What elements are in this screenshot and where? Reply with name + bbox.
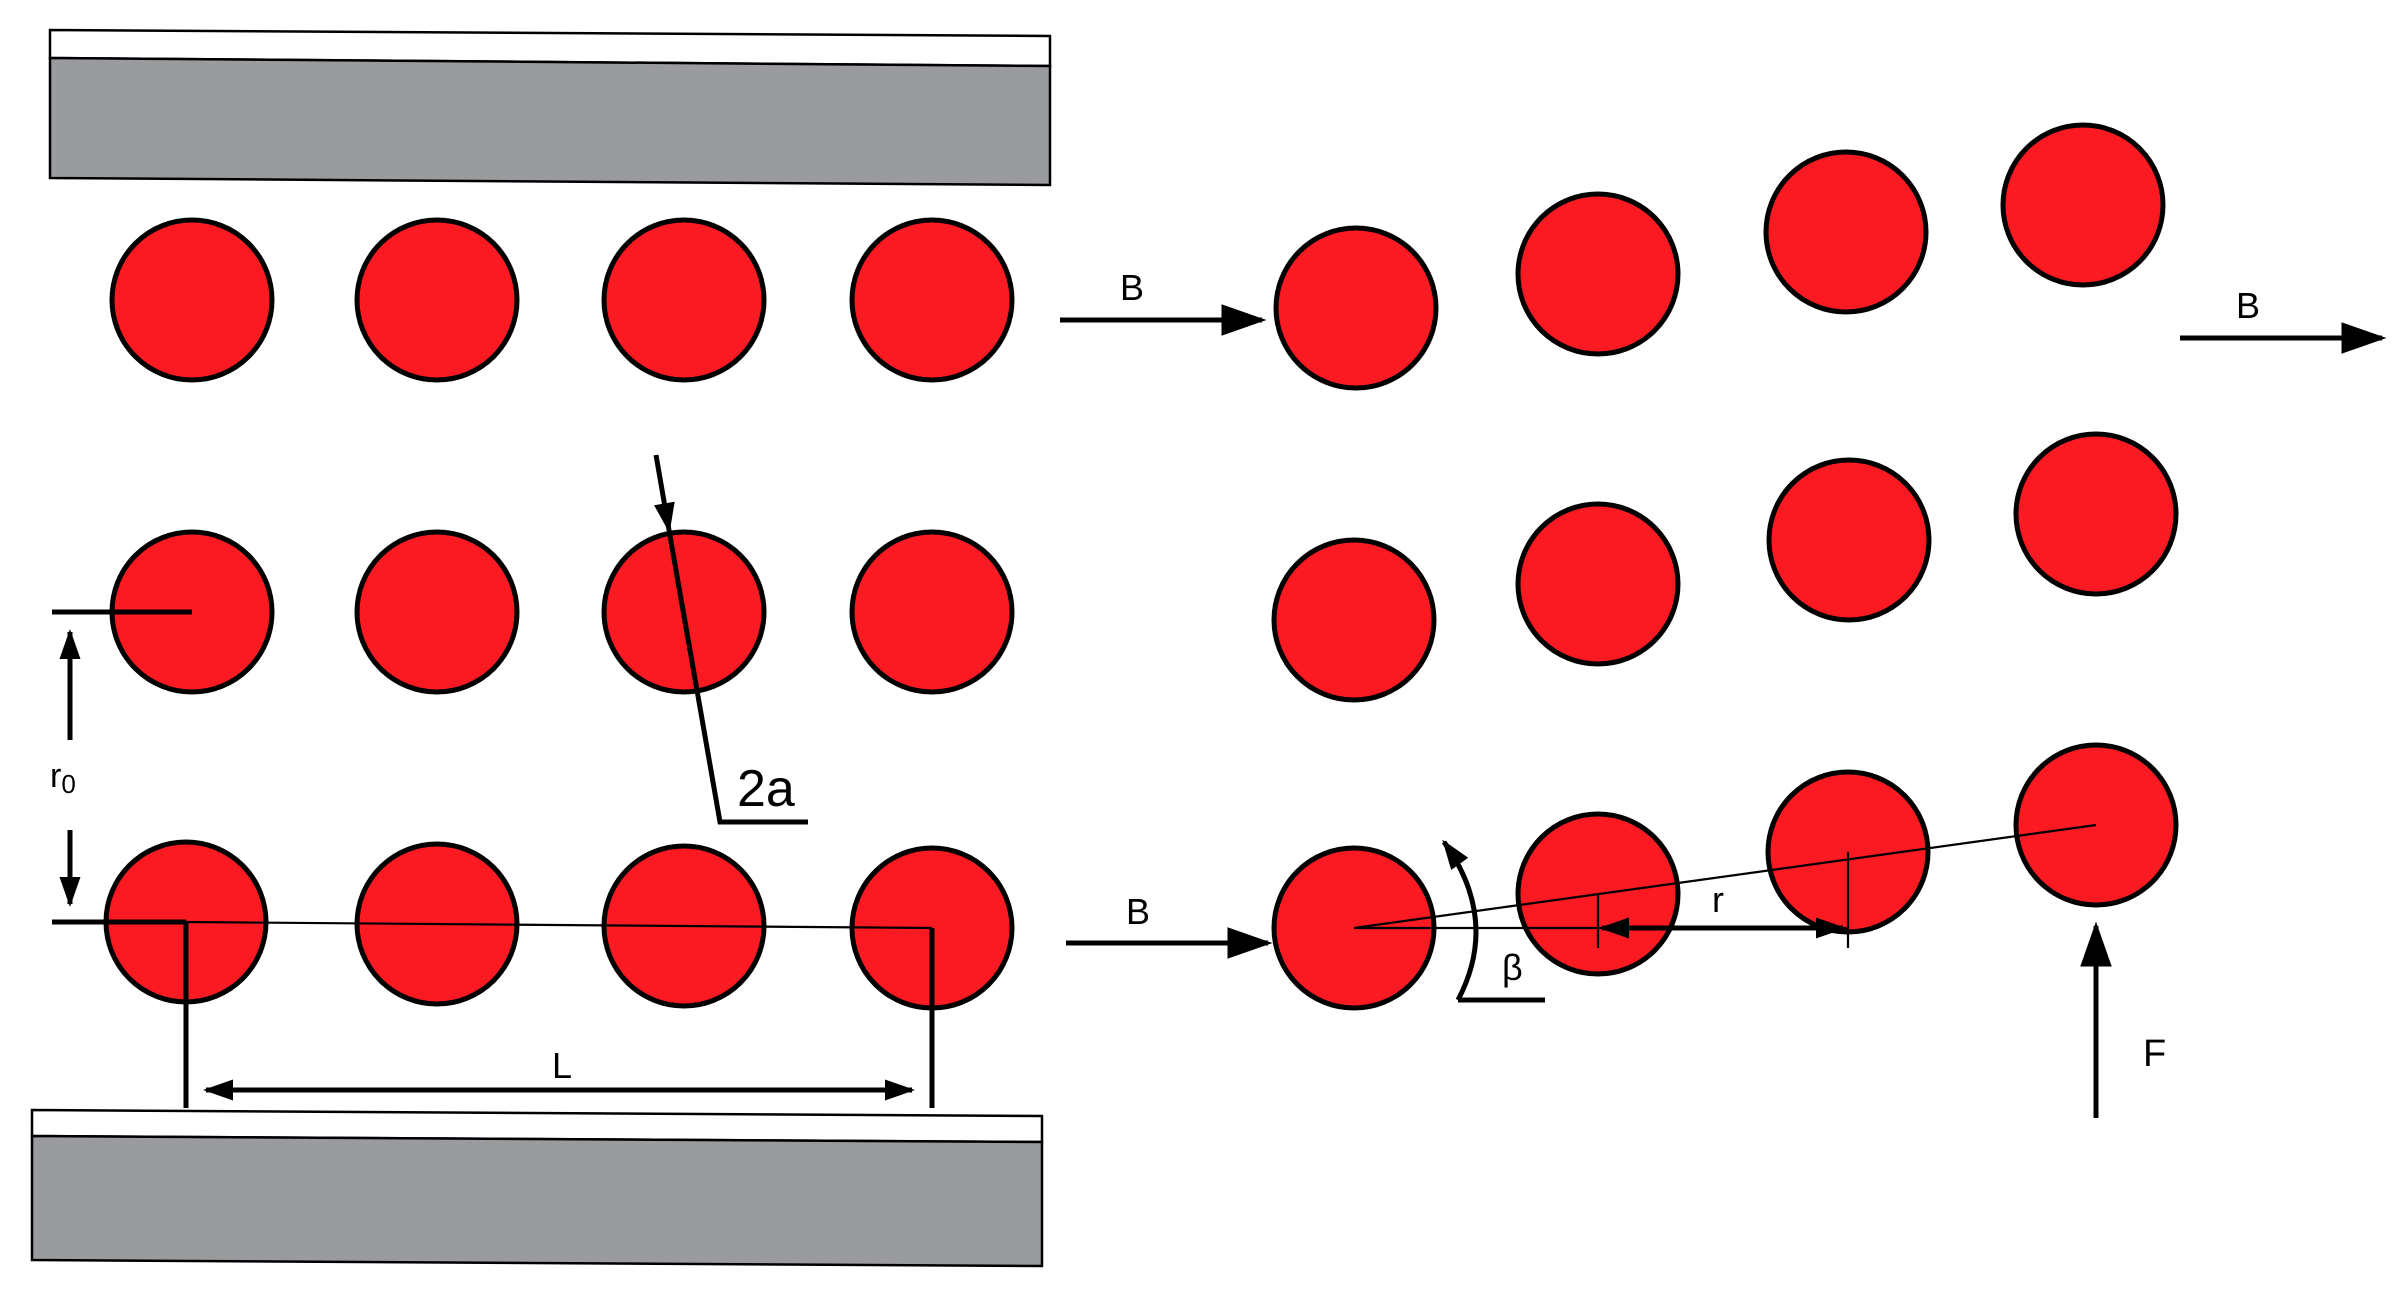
force-label-F: F	[2143, 1033, 2166, 1075]
field-label-B: B	[1120, 267, 1144, 308]
particle	[1766, 457, 1932, 623]
particle	[2013, 431, 2179, 597]
left-annotations: r0 2a L B B	[50, 267, 1273, 1108]
diameter-arrow-top	[653, 454, 675, 533]
particle	[1273, 225, 1439, 391]
field-label-B: B	[1126, 891, 1150, 932]
particle	[849, 529, 1015, 695]
particle	[354, 529, 520, 695]
particle	[354, 217, 520, 383]
bottom-plate-body	[30, 1134, 1044, 1268]
top-plate	[48, 28, 1052, 187]
particle	[1763, 149, 1929, 315]
beta-angle-arc	[1441, 839, 1479, 1002]
bottom-plate	[30, 1108, 1044, 1268]
particle	[2000, 122, 2166, 288]
beta-label: β	[1502, 947, 1523, 988]
chain-axis-line	[185, 920, 933, 930]
field-label-B: B	[2236, 285, 2260, 326]
r0-label: r0	[50, 757, 76, 799]
diameter-leader	[695, 695, 808, 825]
particle	[109, 217, 275, 383]
particle	[601, 217, 767, 383]
top-plate-body	[48, 56, 1052, 187]
diameter-line	[666, 529, 701, 697]
L-label: L	[552, 1045, 572, 1086]
tilted-chain-axis	[1353, 823, 2097, 930]
particle	[1271, 537, 1437, 703]
right-annotations: B β r F	[1353, 285, 2387, 1118]
diameter-2a-label: 2a	[737, 760, 795, 818]
particle	[1515, 191, 1681, 357]
r-label: r	[1712, 879, 1724, 920]
particle	[849, 217, 1015, 383]
particle	[1515, 501, 1681, 667]
left-particle-grid	[103, 217, 1015, 1011]
